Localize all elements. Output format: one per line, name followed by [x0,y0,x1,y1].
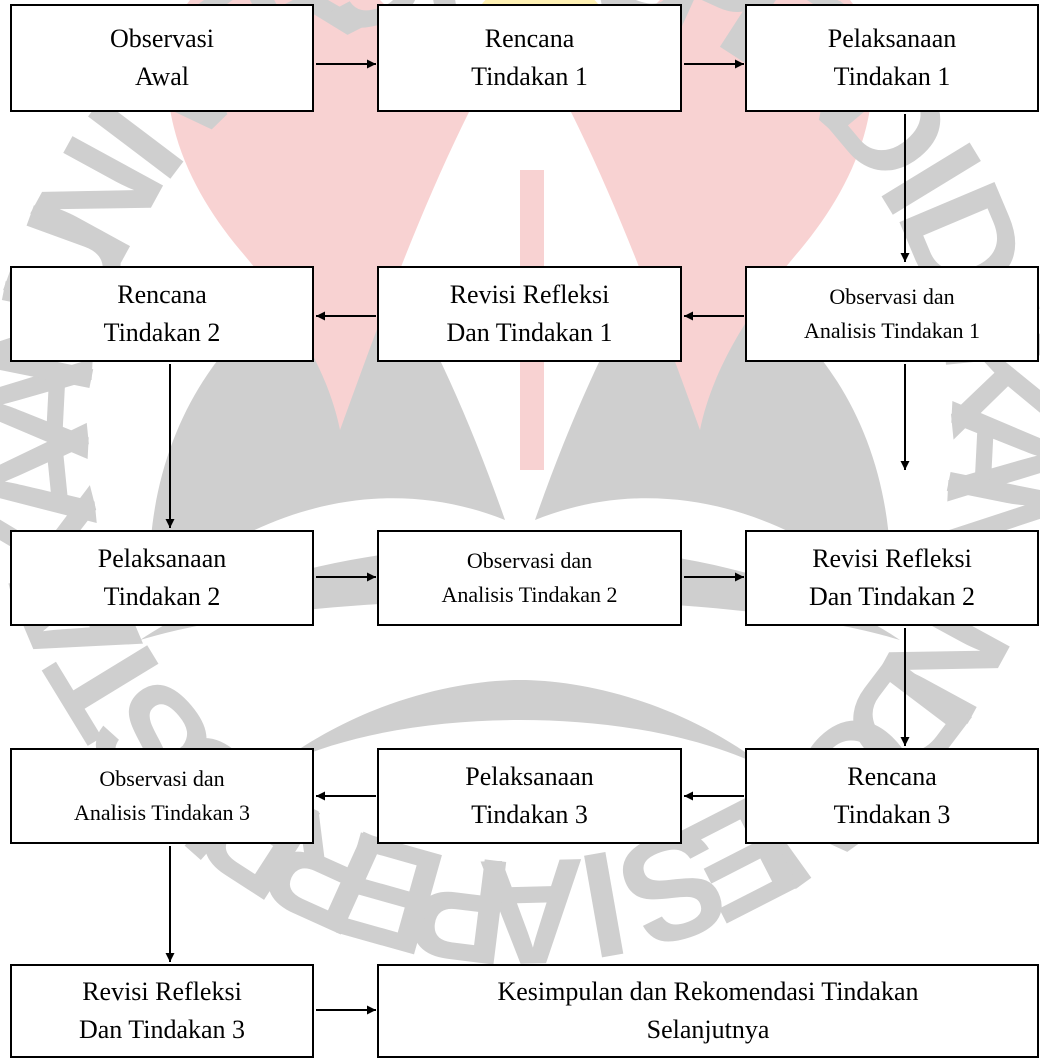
node-pelaksanaan-3: Pelaksanaan Tindakan 3 [377,748,682,844]
node-label-line: Selanjutnya [646,1015,770,1044]
node-rencana-1: Rencana Tindakan 1 [377,4,682,112]
node-label-line: Tindakan 1 [833,62,951,91]
watermark-letter: A [0,416,129,540]
node-label-line: Revisi Refleksi [812,544,972,573]
node-label-line: Rencana [484,24,575,53]
node-label-line: Observasi dan [466,548,593,573]
node-label-line: Pelaksanaan [465,762,594,791]
node-label-line: Awal [135,62,189,91]
node-label-line: Rencana [847,762,937,791]
watermark-letter: A [0,348,125,465]
node-label-line: Tindakan 2 [103,318,221,347]
node-label-line: Pelaksanaan [97,544,227,573]
node-label-line: Kesimpulan dan Rekomendasi Tindakan [497,977,919,1006]
node-label-line: Pelaksanaan [827,24,957,53]
node-label-line: Tindakan 3 [471,800,588,829]
node-observasi-1: Observasi dan Analisis Tindakan 1 [745,266,1039,362]
node-label-line: Dan Tindakan 3 [78,1015,246,1044]
node-observasi-2: Observasi dan Analisis Tindakan 2 [377,530,682,626]
node-label-line: Tindakan 3 [833,800,951,829]
node-observasi-3: Observasi dan Analisis Tindakan 3 [10,748,314,844]
node-pelaksanaan-1: Pelaksanaan Tindakan 1 [745,4,1039,112]
node-label-line: Tindakan 1 [471,62,588,91]
node-revisi-1: Revisi Refleksi Dan Tindakan 1 [377,266,682,362]
node-revisi-2: Revisi Refleksi Dan Tindakan 2 [745,530,1039,626]
node-label-line: Analisis Tindakan 1 [803,318,981,343]
watermark-arc [270,680,770,770]
node-rencana-2: Rencana Tindakan 2 [10,266,314,362]
node-label-line: Observasi dan [829,284,955,309]
node-label-line: Dan Tindakan 2 [808,582,976,611]
node-label-line: Analisis Tindakan 3 [73,800,251,825]
node-label-line: Dan Tindakan 1 [446,318,613,347]
node-label-line: Revisi Refleksi [82,977,242,1006]
node-label-line: Tindakan 2 [103,582,221,611]
node-label-line: Rencana [117,280,207,309]
node-label-line: Analisis Tindakan 2 [441,582,618,607]
node-label-line: Observasi [110,24,214,53]
node-rencana-3: Rencana Tindakan 3 [745,748,1039,844]
node-pelaksanaan-2: Pelaksanaan Tindakan 2 [10,530,314,626]
watermark-letter: A [915,396,1040,513]
node-label-line: Revisi Refleksi [449,280,610,309]
node-revisi-3: Revisi Refleksi Dan Tindakan 3 [10,964,314,1058]
node-kesimpulan: Kesimpulan dan Rekomendasi Tindakan Sela… [377,964,1039,1058]
node-observasi-awal: Observasi Awal [10,4,314,112]
node-label-line: Observasi dan [99,766,225,791]
